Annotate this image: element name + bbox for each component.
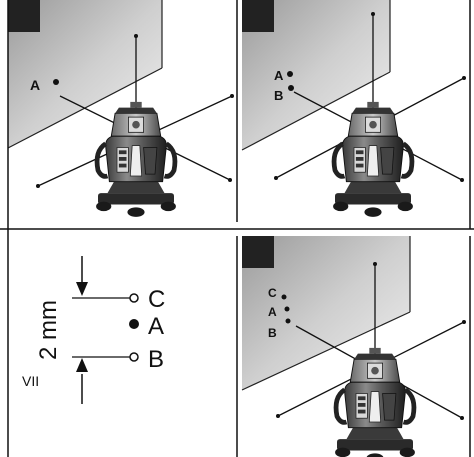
wall-2: [242, 0, 390, 150]
point-c-dot: [129, 293, 139, 303]
point-a-label: A: [30, 77, 40, 93]
arrow-down-icon: [76, 282, 88, 296]
point-a-dot: [53, 79, 59, 85]
corner-mark: VII: [22, 373, 39, 389]
panel-4: C A B: [241, 236, 471, 457]
point-a-dot: [284, 306, 290, 312]
point-b-dot: [285, 318, 291, 324]
point-b-dot: [288, 85, 294, 91]
laser-device-4: [335, 348, 415, 457]
point-c-label: C: [148, 286, 165, 313]
point-a-label: A: [274, 68, 284, 83]
corner-block-4: [242, 236, 274, 268]
point-b-label: B: [268, 326, 277, 340]
point-a-label: A: [268, 305, 277, 319]
panel-2: A B: [241, 0, 471, 229]
panel-3: 2 mm VII C A B: [7, 229, 165, 457]
arrow-up-icon: [76, 358, 88, 372]
point-a-dot: [287, 71, 293, 77]
point-c-label: C: [268, 286, 277, 300]
wall-4: [242, 236, 410, 390]
corner-block-1: [8, 0, 40, 32]
point-b-dot: [129, 352, 139, 362]
panel-1: A: [7, 0, 234, 229]
point-c-dot: [281, 294, 287, 300]
dimension-label: 2 mm: [35, 300, 62, 360]
wall-1: [8, 0, 162, 148]
point-a-label: A: [148, 313, 164, 340]
point-a-dot: [129, 319, 139, 329]
point-b-label: B: [274, 88, 283, 103]
point-b-label: B: [148, 346, 164, 373]
corner-block-2: [242, 0, 274, 32]
